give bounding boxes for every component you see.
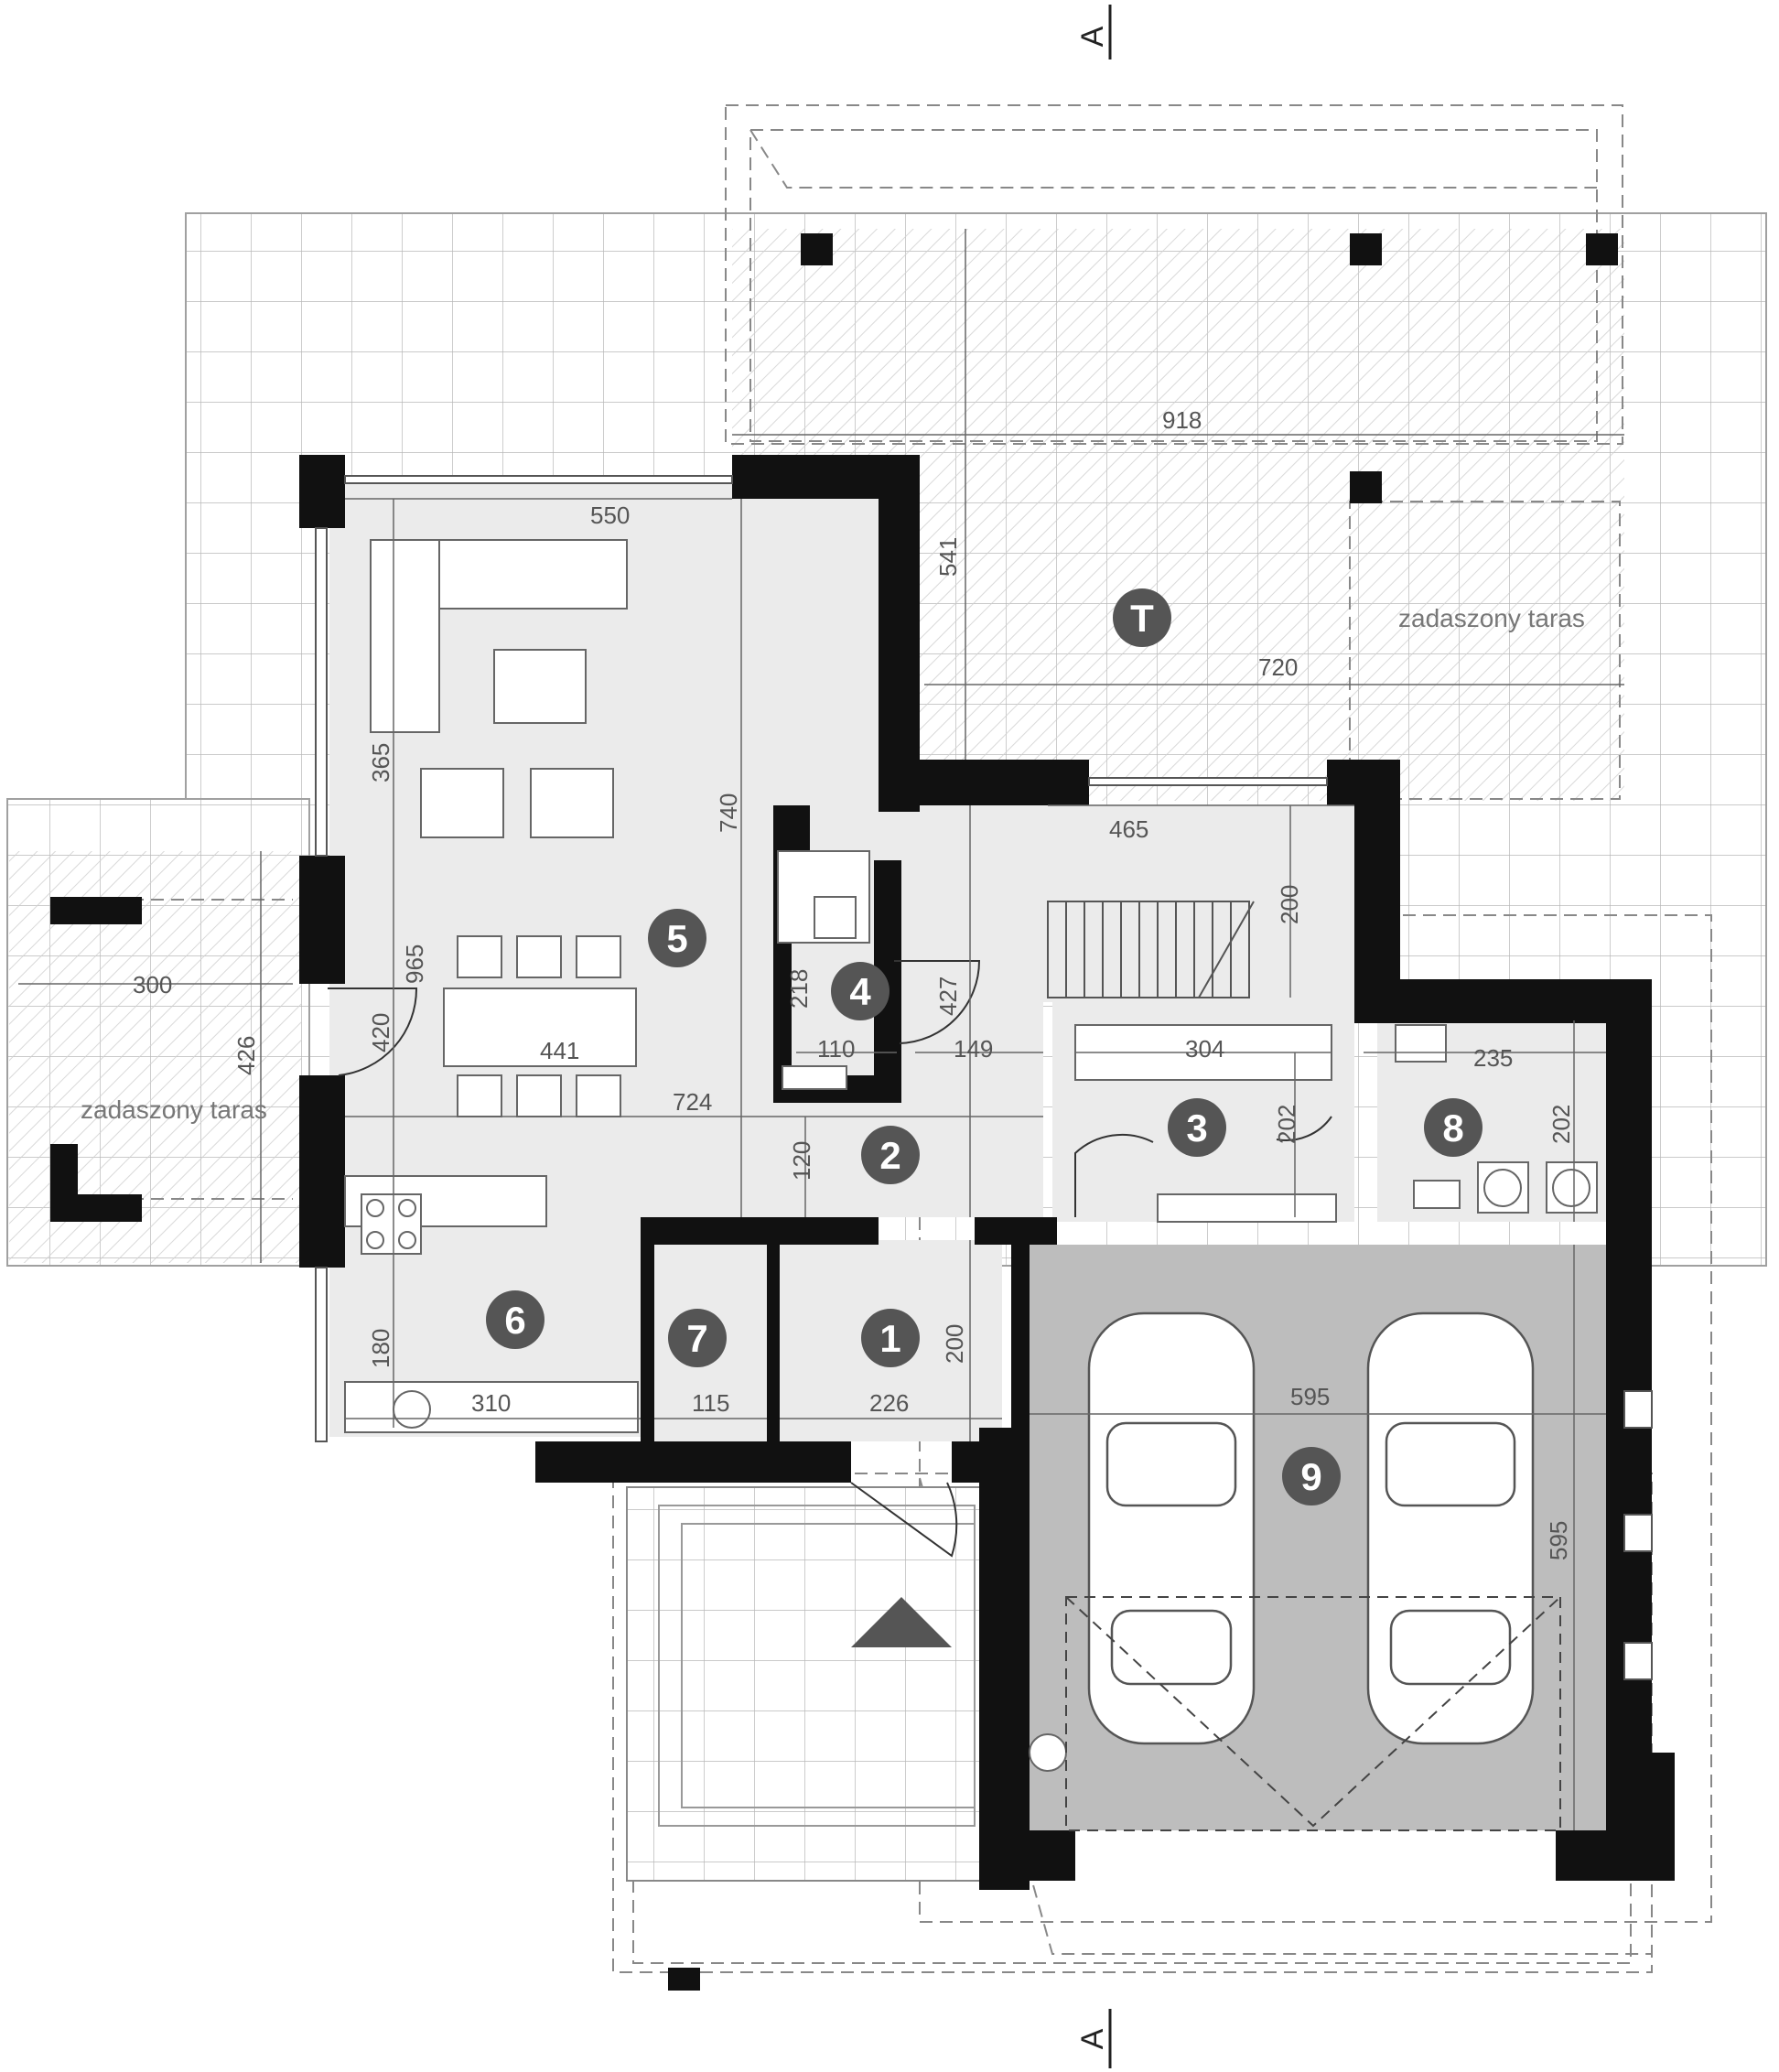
svg-text:4: 4 — [849, 970, 871, 1013]
dim-wc-depth: 218 — [785, 969, 813, 1009]
windows — [315, 475, 1653, 1680]
terrace-label-side: zadaszony taras — [81, 1095, 267, 1124]
room-marker-1: 1 — [861, 1309, 920, 1367]
room-marker-5: 5 — [648, 909, 706, 967]
dim-garage-depth: 595 — [1545, 1521, 1572, 1560]
dim-terrace-top-inner: 720 — [1258, 653, 1298, 681]
room-marker-4: 4 — [831, 962, 890, 1020]
dim-garage-width: 595 — [1290, 1383, 1330, 1410]
svg-text:A: A — [1075, 2028, 1110, 2049]
dim-living-full: 740 — [715, 793, 742, 833]
furniture — [344, 539, 1598, 1772]
dim-stairs-width: 465 — [1109, 815, 1148, 843]
dim-terrace-top-width: 918 — [1162, 406, 1202, 434]
room-marker-9: 9 — [1282, 1447, 1341, 1505]
dim-room3-depth: 202 — [1273, 1105, 1300, 1144]
dim-living-depth: 365 — [367, 743, 394, 782]
dim-terrace-top-depth: 541 — [934, 537, 962, 577]
dim-room8-width: 235 — [1473, 1044, 1513, 1072]
room-marker-2: 2 — [861, 1126, 920, 1184]
dim-kitchen-width: 310 — [471, 1389, 511, 1417]
section-marker-bottom: A — [1075, 2009, 1112, 2068]
garage-cars — [1087, 1311, 1535, 1745]
dim-vestibule-depth: 200 — [941, 1324, 968, 1364]
room-marker-3: 3 — [1168, 1098, 1226, 1157]
dim-vestibule-width: 226 — [869, 1389, 909, 1417]
dim-wc-width: 110 — [817, 1035, 855, 1063]
svg-text:6: 6 — [504, 1299, 525, 1342]
entrance-arrow-icon — [851, 1597, 952, 1647]
dim-wc-door: 427 — [934, 977, 962, 1016]
dim-hall-depth: 120 — [788, 1141, 815, 1181]
dim-room8-depth: 202 — [1547, 1105, 1575, 1144]
dim-dining-depth: 965 — [401, 944, 428, 984]
walls — [50, 233, 1675, 1991]
garage-door-swing — [1065, 1596, 1561, 1828]
room-marker-8: 8 — [1424, 1098, 1482, 1157]
dining-table — [443, 987, 637, 1067]
stairs — [1047, 901, 1255, 998]
dim-pantry-width: 115 — [692, 1389, 729, 1417]
svg-text:9: 9 — [1300, 1455, 1321, 1498]
dim-door-height: 420 — [367, 1013, 394, 1052]
svg-text:A: A — [1075, 26, 1110, 47]
svg-text:2: 2 — [879, 1134, 900, 1177]
svg-text:1: 1 — [879, 1317, 900, 1360]
dim-stairs-depth: 200 — [1276, 885, 1303, 924]
svg-text:3: 3 — [1186, 1106, 1207, 1149]
doors — [328, 960, 1332, 1558]
dim-room3-width: 304 — [1185, 1035, 1224, 1063]
svg-text:5: 5 — [666, 917, 687, 960]
dimension-lines — [18, 229, 1624, 1830]
dim-corridor-width: 149 — [954, 1035, 993, 1063]
dim-side-terrace-depth: 426 — [232, 1036, 260, 1075]
section-marker-top: A — [1075, 5, 1112, 59]
dim-side-terrace-width: 300 — [133, 971, 172, 998]
room-marker-6: 6 — [486, 1290, 544, 1349]
dim-hall-width: 724 — [673, 1088, 712, 1116]
entrance-steps — [626, 1486, 985, 1882]
dim-kitchen-depth: 180 — [367, 1329, 394, 1368]
dim-dining-width: 441 — [540, 1037, 579, 1064]
svg-text:7: 7 — [686, 1317, 707, 1360]
hall-floor — [879, 805, 1354, 1002]
room-marker-terrace: T — [1113, 588, 1171, 647]
svg-text:8: 8 — [1442, 1106, 1463, 1149]
svg-text:T: T — [1130, 597, 1154, 640]
terrace-label-top: zadaszony taras — [1398, 604, 1585, 632]
room-marker-7: 7 — [668, 1309, 727, 1367]
dim-living-width: 550 — [590, 502, 630, 529]
